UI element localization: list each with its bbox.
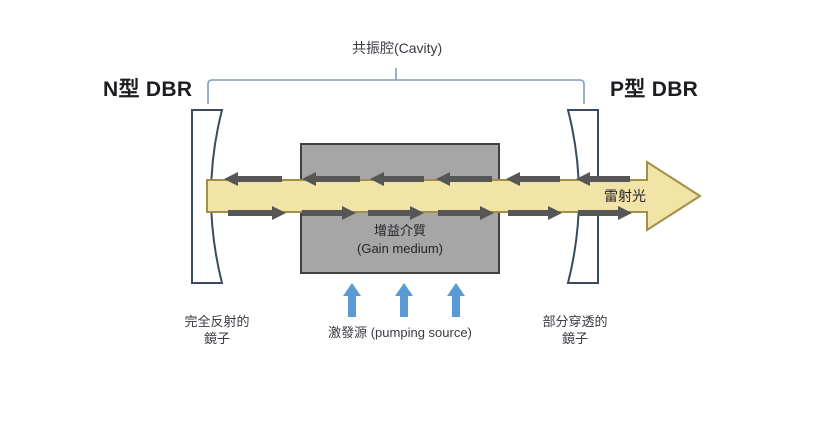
internal-arrow-left	[436, 172, 492, 186]
internal-arrow-right	[302, 206, 356, 220]
mirror-left-caption-line2: 鏡子	[203, 331, 230, 346]
mirror-right-caption-line2: 鏡子	[561, 331, 588, 346]
internal-arrow-right	[508, 206, 562, 220]
internal-arrow-right	[578, 206, 632, 220]
internal-arrow-right	[228, 206, 286, 220]
output-beam-label: 雷射光	[604, 188, 646, 204]
internal-arrow-right	[368, 206, 424, 220]
pump-arrow-up	[447, 283, 465, 317]
pump-arrow-up	[395, 283, 413, 317]
gain-medium-label-line1: 增益介質	[373, 223, 426, 238]
gain-medium-label: 增益介質 (Gain medium)	[300, 222, 500, 258]
internal-arrow-right	[438, 206, 494, 220]
pumping-source-caption: 激發源 (pumping source)	[328, 325, 472, 340]
cavity-bracket	[207, 68, 585, 104]
mirror-left-caption-line1: 完全反射的	[184, 314, 250, 329]
internal-arrow-left	[370, 172, 424, 186]
n-type-dbr-label: N型 DBR	[103, 78, 193, 101]
internal-arrows-upper	[224, 172, 630, 186]
gain-medium-label-line2: (Gain medium)	[357, 241, 443, 256]
cavity-label: 共振腔(Cavity)	[352, 40, 443, 56]
internal-arrow-left	[302, 172, 360, 186]
pumping-source-arrows	[343, 283, 465, 317]
p-type-dbr-label: P型 DBR	[610, 78, 699, 101]
mirror-right-caption: 部分穿透的 鏡子	[520, 313, 630, 347]
internal-arrow-left	[224, 172, 282, 186]
internal-arrow-left	[506, 172, 560, 186]
pump-arrow-up	[343, 283, 361, 317]
internal-arrows-lower	[228, 206, 632, 220]
mirror-right-caption-line1: 部分穿透的	[542, 314, 608, 329]
internal-arrow-left	[576, 172, 630, 186]
mirror-left-caption: 完全反射的 鏡子	[162, 313, 272, 347]
